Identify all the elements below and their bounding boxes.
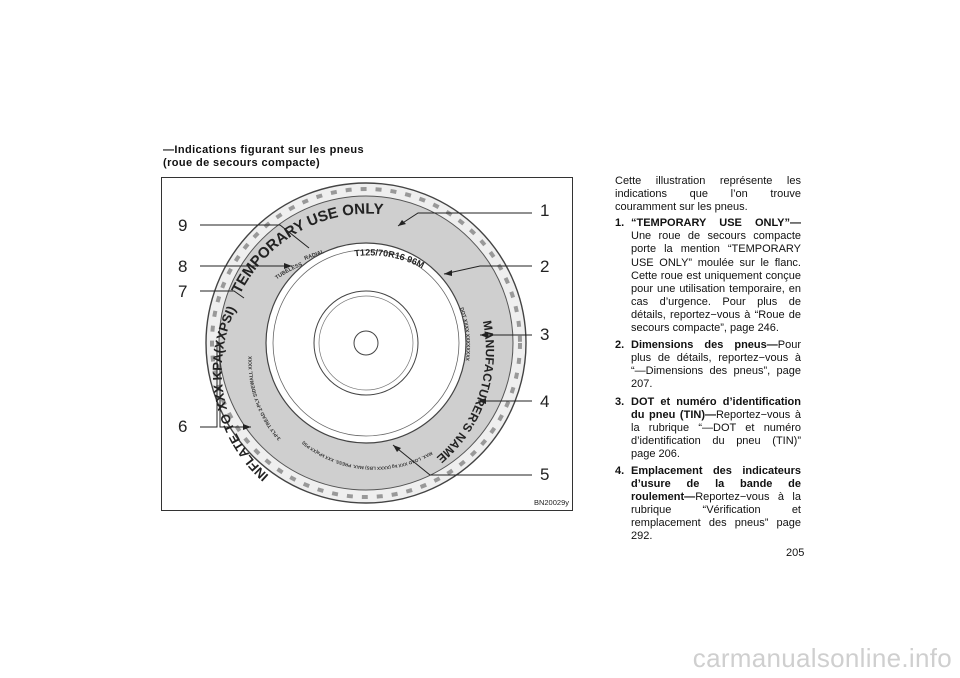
item-body: Une roue de secours compacte porte la me… xyxy=(631,230,801,335)
list-item: 3. DOT et numéro d’identification du pneu… xyxy=(615,396,801,461)
wheel-disc-inner xyxy=(318,295,414,391)
intro-paragraph: Cette illustration représente les indica… xyxy=(615,175,801,214)
tire-illustration: TEMPORARY USE ONLY T125/70R16 96M TUBELE… xyxy=(161,177,573,511)
item-number: 4. xyxy=(615,464,625,477)
item-body: Reportez−vous à la rubrique “Vérificatio… xyxy=(631,491,801,543)
page-number: 205 xyxy=(786,547,805,559)
callout-6: 6 xyxy=(178,417,188,436)
callout-5: 5 xyxy=(540,465,550,484)
figure-code: BN20029y xyxy=(533,498,569,507)
tread-pattern xyxy=(210,187,522,499)
item-number: 2. xyxy=(615,339,625,352)
callout-9: 9 xyxy=(178,216,188,235)
callout-4: 4 xyxy=(540,392,550,411)
callout-arrowheads xyxy=(243,220,488,452)
item-term: “TEMPORARY USE ONLY”— xyxy=(631,217,801,230)
list-item: 2. Dimensions des pneus—Pour plus de déta… xyxy=(615,339,801,391)
callout-3: 3 xyxy=(540,325,550,344)
footer-watermark: carmanualsonline.info xyxy=(692,643,952,673)
callout-2: 2 xyxy=(540,257,550,276)
tire-drawing: TEMPORARY USE ONLY T125/70R16 96M TUBELE… xyxy=(200,182,532,504)
heading-line-2: (roue de secours compacte) xyxy=(163,157,321,169)
callout-7: 7 xyxy=(178,282,188,301)
item-term: DOT et numéro d’identification du pneu (… xyxy=(631,395,801,421)
callout-explanations: 1. “TEMPORARY USE ONLY”—Une roue de secou… xyxy=(615,217,801,543)
item-body: Reportez−vous à la rubrique “—DOT et num… xyxy=(631,408,802,460)
section-heading: —Indications figurant sur les pneus (rou… xyxy=(163,144,403,170)
item-term: Emplacement des indicateurs d’usure de l… xyxy=(631,464,801,504)
callout-8: 8 xyxy=(178,257,188,276)
explanation-column: Cette illustration représente les indica… xyxy=(615,175,801,548)
rim-edge xyxy=(272,249,460,437)
list-item: 1. “TEMPORARY USE ONLY”—Une roue de secou… xyxy=(615,217,801,335)
item-body: Pour plus de détails, reportez−vous à “—… xyxy=(631,339,801,391)
item-term: Dimensions des pneus— xyxy=(631,339,778,352)
item-number: 1. xyxy=(615,217,625,230)
callout-1: 1 xyxy=(540,201,550,220)
heading-line-1: —Indications figurant sur les pneus xyxy=(163,144,365,156)
item-number: 3. xyxy=(615,395,625,408)
callout-leader-lines xyxy=(200,212,532,476)
list-item: 4. Emplacement des indicateurs d’usure de… xyxy=(615,465,801,544)
hub xyxy=(353,330,379,356)
